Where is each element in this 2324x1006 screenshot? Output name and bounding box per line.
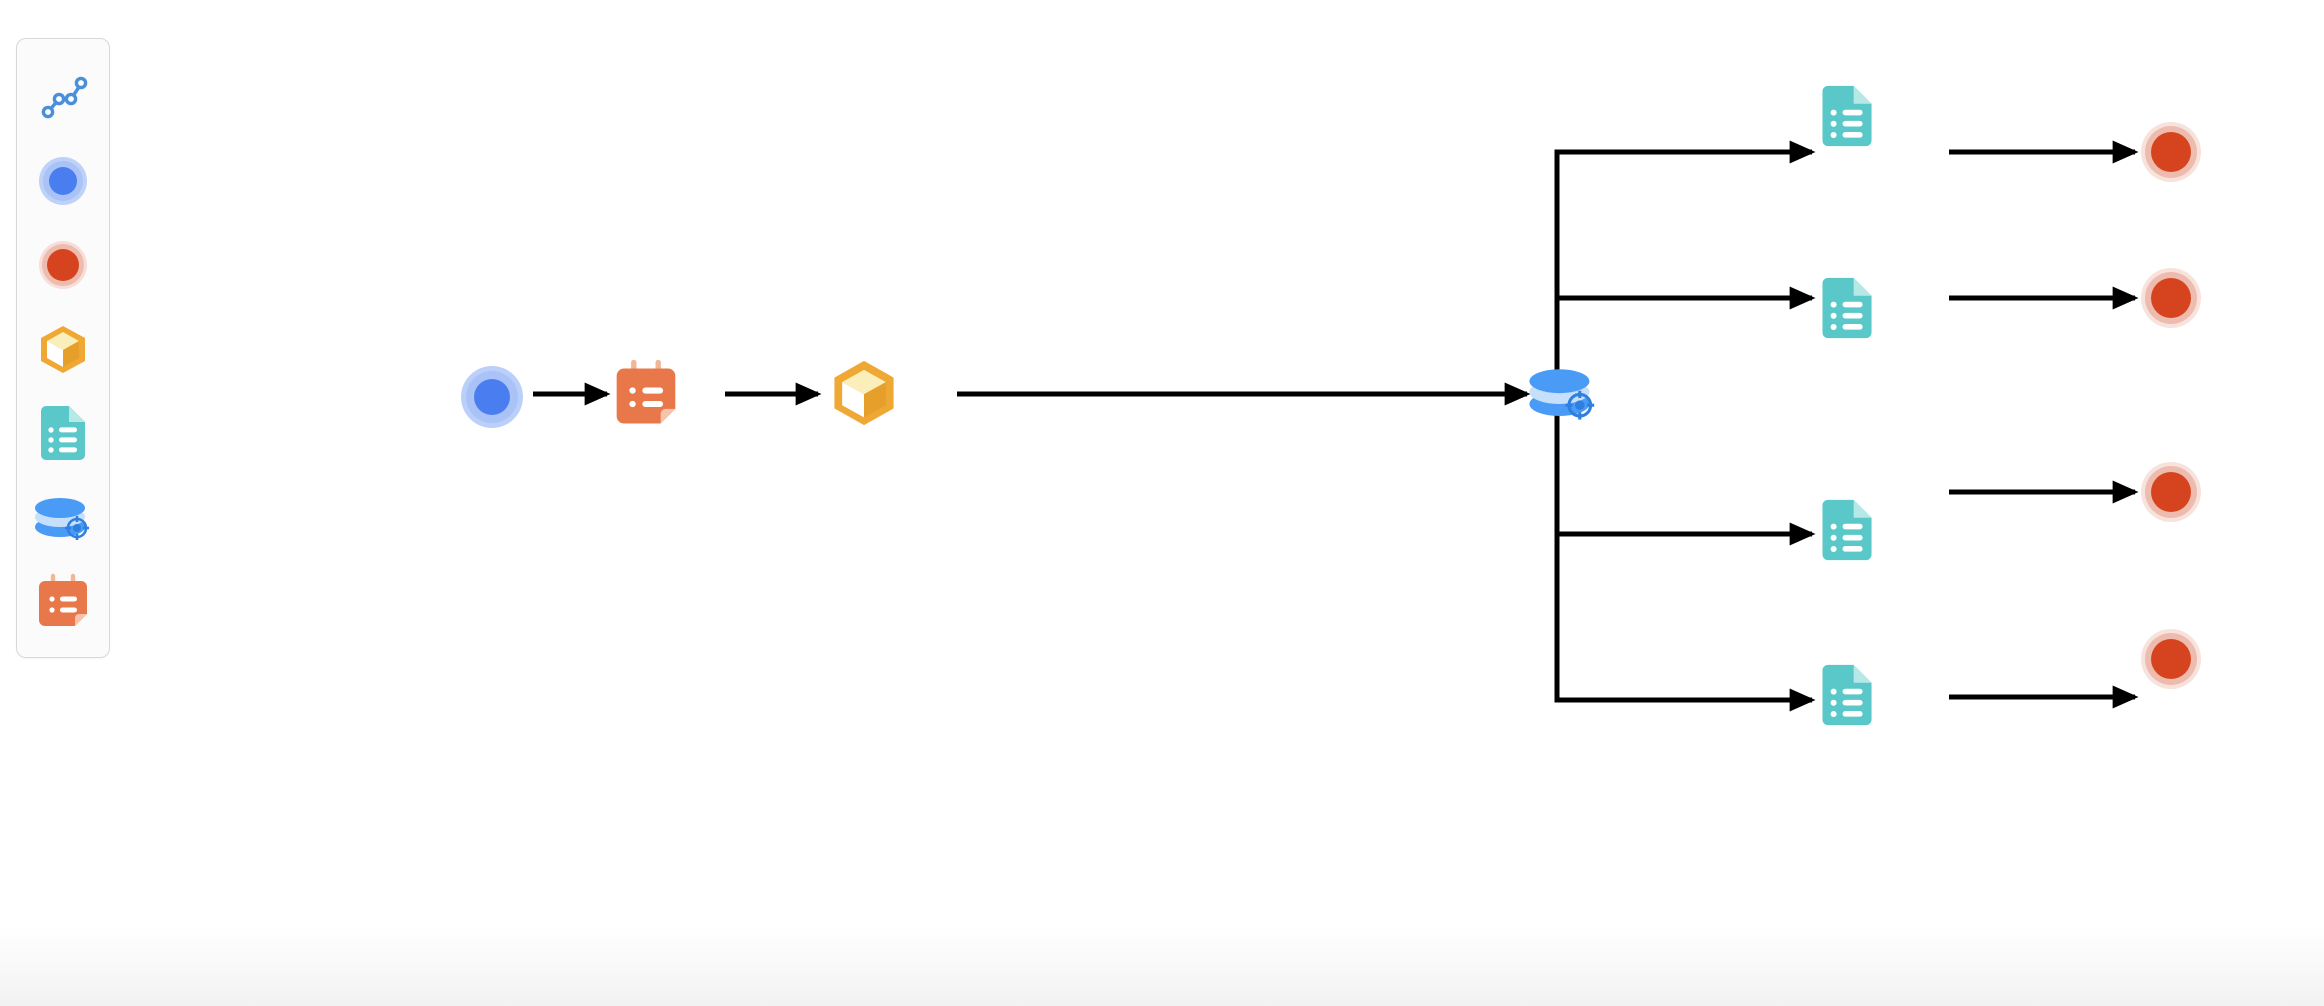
teal-document-icon: [1818, 276, 1876, 340]
blue-circle-node-icon: [455, 360, 529, 434]
palette-item-database[interactable]: [24, 475, 102, 559]
node-calendar-task-list[interactable]: [613, 358, 679, 428]
palette-item-graph[interactable]: [24, 55, 102, 139]
red-circle-node-icon: [35, 237, 91, 293]
node-sink-4[interactable]: [2137, 625, 2205, 693]
node-database-target[interactable]: [1527, 358, 1599, 426]
red-circle-node-icon: [2137, 264, 2205, 332]
node-sink-3[interactable]: [2137, 458, 2205, 526]
teal-document-icon: [1818, 663, 1876, 727]
node-sink-1[interactable]: [2137, 118, 2205, 186]
orange-calendar-list-icon: [36, 573, 90, 629]
palette-item-package[interactable]: [24, 307, 102, 391]
blue-circle-node-icon: [35, 153, 91, 209]
red-circle-node-icon: [2137, 458, 2205, 526]
node-sink-2[interactable]: [2137, 264, 2205, 332]
teal-document-icon: [37, 405, 89, 461]
teal-document-icon: [1818, 84, 1876, 148]
palette-item-source[interactable]: [24, 139, 102, 223]
palette-item-sink[interactable]: [24, 223, 102, 307]
node-document-1[interactable]: [1818, 84, 1876, 148]
red-circle-node-icon: [2137, 625, 2205, 693]
node-document-4[interactable]: [1818, 663, 1876, 727]
palette-item-calendar[interactable]: [24, 559, 102, 643]
red-circle-node-icon: [2137, 118, 2205, 186]
edge-database-to-document-4[interactable]: [1554, 394, 1816, 712]
node-document-3[interactable]: [1818, 498, 1876, 562]
teal-document-icon: [1818, 498, 1876, 562]
palette-item-document[interactable]: [24, 391, 102, 475]
blue-database-target-icon: [33, 489, 93, 545]
orange-cube-icon: [828, 355, 900, 431]
node-palette-sidebar: [16, 38, 110, 658]
blue-database-target-icon: [1527, 358, 1599, 426]
orange-cube-icon: [35, 321, 91, 377]
node-package-cube[interactable]: [828, 355, 900, 431]
graph-nodes-icon: [35, 69, 91, 125]
node-source-blue-circle[interactable]: [455, 360, 529, 434]
node-document-2[interactable]: [1818, 276, 1876, 340]
orange-calendar-list-icon: [613, 358, 679, 428]
